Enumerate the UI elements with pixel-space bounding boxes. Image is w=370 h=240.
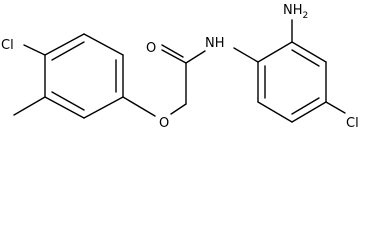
bond [83,33,124,56]
bond [83,96,124,119]
bond [44,96,85,119]
carbonyl-double-bond [161,44,184,58]
bond [44,33,85,56]
bond-ether-o-to-ch2 [170,103,187,115]
bond-carbonyl-to-nh [185,50,206,64]
bond-to-cl-left [23,44,46,56]
atom-cl-right: Cl [346,116,359,131]
left-benzene-ring [44,33,124,119]
atom-oxygen-carbonyl: O [146,41,156,56]
atom-nh2: NH2 [283,3,308,21]
double-bond-inner [291,97,320,115]
double-bond-inner [51,41,85,61]
bond-ring-to-ether-o [122,96,156,117]
bond-to-cl-right [325,101,346,114]
double-bond-inner [51,91,85,111]
chemical-structure: Cl O O NH NH2 Cl [1,3,359,131]
right-benzene-ring [257,41,327,123]
structure-canvas: Cl O O NH NH2 Cl [1,3,359,131]
methyl-bond [13,96,46,116]
atom-cl-left: Cl [1,38,14,53]
bond [291,101,327,123]
double-bond-inner [291,49,320,67]
atom-nh: NH [205,36,225,51]
atom-oxygen-ether: O [159,116,169,131]
bond [257,41,293,63]
bond [291,41,327,63]
bond-nh-to-ring [233,47,259,63]
bond [257,101,293,123]
carbonyl-bond [161,49,187,64]
